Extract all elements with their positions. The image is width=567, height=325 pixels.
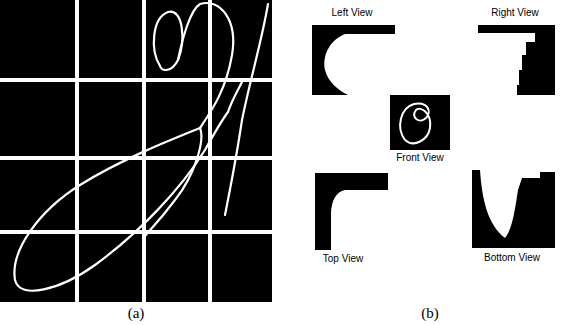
front-view-image [390,95,450,150]
character-grid [0,0,272,302]
view-label: Top View [323,253,363,264]
panel-label: (b) [421,305,439,322]
panel-label: (a) [128,305,145,322]
view-label: Bottom View [484,252,540,263]
view-label: Left View [332,7,373,18]
view-label: Right View [491,7,539,18]
top-view-image [315,173,388,250]
handwriting-stroke [14,3,268,291]
grid-lines [0,0,272,302]
bottom-view-image [472,170,555,248]
view-label: Front View [396,152,444,163]
left-view-image [312,25,395,95]
right-view-image [478,25,555,95]
